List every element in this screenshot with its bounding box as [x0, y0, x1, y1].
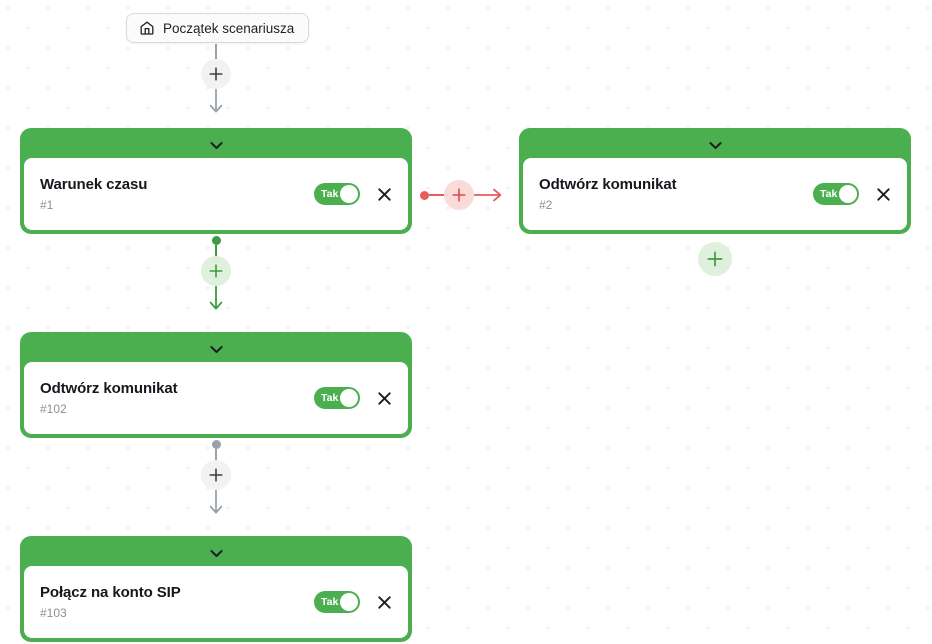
connector-dot: [211, 440, 221, 449]
flow-node-card[interactable]: Połącz na konto SIP #103 Tak: [20, 536, 412, 642]
node-body: Odtwórz komunikat #102 Tak: [24, 362, 408, 434]
close-icon: [876, 187, 890, 201]
node-text-block: Odtwórz komunikat #102: [40, 380, 314, 417]
node-close-button[interactable]: [873, 184, 893, 204]
plus-icon: [209, 67, 223, 81]
add-node-button[interactable]: [201, 256, 231, 286]
close-icon: [377, 595, 391, 609]
plus-icon: [452, 188, 466, 202]
connector-line: [215, 44, 217, 59]
scenario-start-pill[interactable]: Początek scenariusza: [126, 13, 310, 43]
node-text-block: Odtwórz komunikat #2: [539, 176, 813, 213]
plus-icon: [707, 251, 723, 267]
connector-dot: [420, 190, 429, 200]
node-text-block: Połącz na konto SIP #103: [40, 584, 314, 621]
arrow-down-icon: [209, 490, 223, 514]
scenario-start-label: Początek scenariusza: [163, 20, 295, 36]
node-body: Odtwórz komunikat #2 Tak: [523, 158, 907, 230]
node-text-block: Warunek czasu #1: [40, 176, 314, 213]
toggle-knob: [340, 389, 358, 407]
node-id: #2: [539, 197, 553, 212]
close-icon: [377, 391, 391, 405]
plus-icon: [209, 468, 223, 482]
arrow-right-icon: [474, 188, 502, 202]
node-title: Odtwórz komunikat: [539, 175, 677, 193]
close-icon: [377, 187, 391, 201]
connector-line: [215, 449, 217, 460]
connector-start-to-node-1: [196, 44, 236, 115]
node-close-button[interactable]: [374, 388, 394, 408]
node-close-button[interactable]: [374, 592, 394, 612]
chevron-down-icon: [708, 141, 722, 149]
node-collapse-header[interactable]: [24, 336, 408, 362]
add-node-button[interactable]: [698, 242, 732, 276]
node-enabled-toggle[interactable]: Tak: [813, 183, 859, 205]
node-body: Warunek czasu #1 Tak: [24, 158, 408, 230]
node-enabled-toggle[interactable]: Tak: [314, 387, 360, 409]
connector-dot: [211, 236, 221, 245]
add-node-button[interactable]: [201, 59, 231, 89]
node-id: #103: [40, 605, 67, 620]
toggle-knob: [839, 185, 857, 203]
connector-node-1-to-node-3: [196, 236, 236, 312]
node-collapse-header[interactable]: [24, 540, 408, 566]
chevron-down-icon: [209, 345, 223, 353]
node-collapse-header[interactable]: [523, 132, 907, 158]
chevron-down-icon: [209, 549, 223, 557]
connector-node-3-to-node-4: [196, 440, 236, 516]
toggle-label: Tak: [321, 595, 339, 608]
add-node-button[interactable]: [444, 180, 474, 210]
arrow-down-icon: [209, 89, 223, 113]
home-icon: [139, 20, 155, 36]
toggle-label: Tak: [820, 187, 838, 200]
node-title: Połącz na konto SIP: [40, 583, 181, 601]
node-title: Warunek czasu: [40, 175, 148, 193]
node-enabled-toggle[interactable]: Tak: [314, 591, 360, 613]
node-collapse-header[interactable]: [24, 132, 408, 158]
toggle-label: Tak: [321, 391, 339, 404]
chevron-down-icon: [209, 141, 223, 149]
node-id: #1: [40, 197, 54, 212]
plus-icon: [209, 264, 223, 278]
toggle-knob: [340, 185, 358, 203]
flow-node-card[interactable]: Warunek czasu #1 Tak: [20, 128, 412, 234]
toggle-knob: [340, 593, 358, 611]
flow-node-card[interactable]: Odtwórz komunikat #102 Tak: [20, 332, 412, 438]
toggle-label: Tak: [321, 187, 339, 200]
node-close-button[interactable]: [374, 184, 394, 204]
connector-node-1-to-node-2: [420, 180, 504, 210]
connector-line: [429, 194, 444, 196]
node-id: #102: [40, 401, 67, 416]
connector-line: [215, 245, 217, 256]
node-enabled-toggle[interactable]: Tak: [314, 183, 360, 205]
flow-node-card[interactable]: Odtwórz komunikat #2 Tak: [519, 128, 911, 234]
node-title: Odtwórz komunikat: [40, 379, 178, 397]
arrow-down-icon: [209, 286, 223, 310]
node-body: Połącz na konto SIP #103 Tak: [24, 566, 408, 638]
add-node-button[interactable]: [201, 460, 231, 490]
